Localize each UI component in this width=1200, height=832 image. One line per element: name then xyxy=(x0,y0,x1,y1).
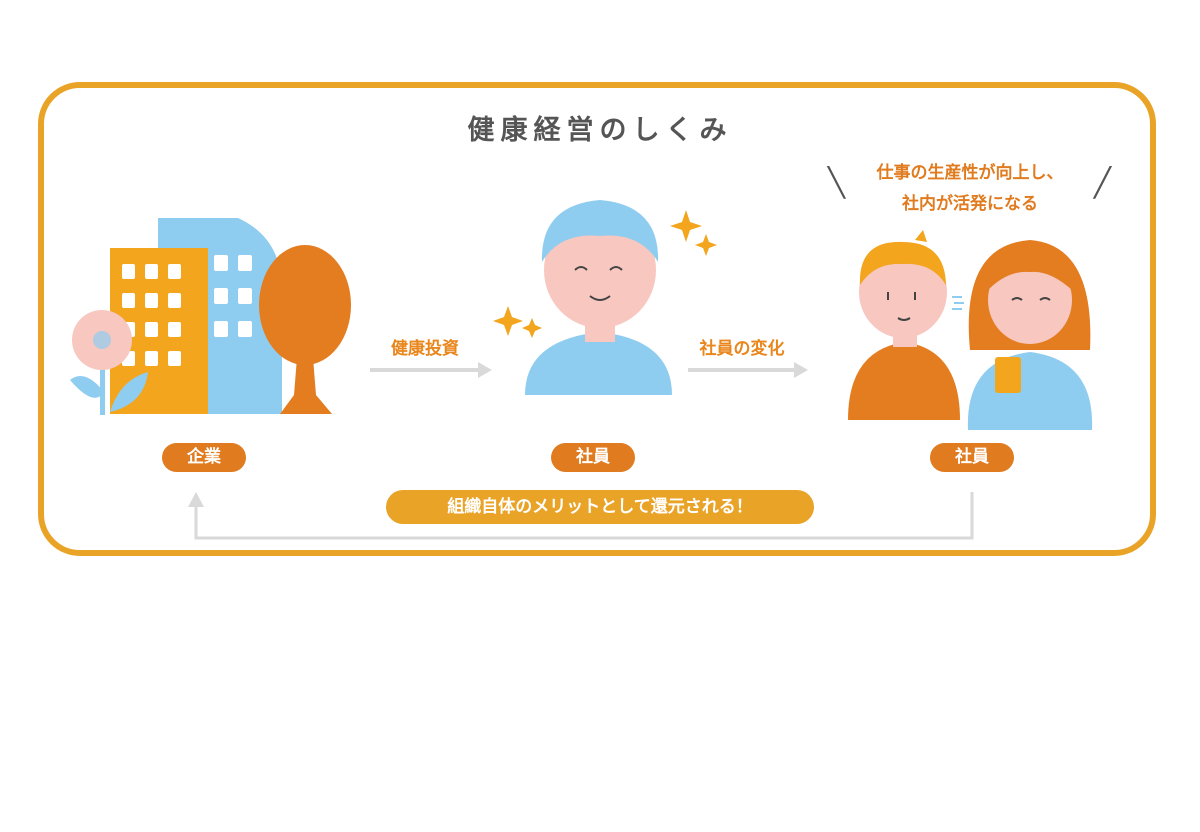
arrow-change xyxy=(688,362,808,378)
return-message-badge: 組織自体のメリットとして還元される！ xyxy=(386,490,814,524)
change-label: 社員の変化 xyxy=(699,339,785,359)
speech-mark-left: ╲ xyxy=(828,166,845,199)
employee-hair xyxy=(541,200,659,262)
employees-talking-illustration xyxy=(848,230,1093,430)
employee-face xyxy=(544,212,656,328)
employee-illustration xyxy=(493,200,717,395)
woman-bangs xyxy=(988,252,1072,290)
employee-badge-2: 社員 xyxy=(930,443,1014,472)
speech-mark-right: ╱ xyxy=(1094,166,1111,199)
flower-leaf xyxy=(70,376,104,398)
phone-icon xyxy=(995,357,1021,393)
man-face xyxy=(859,246,947,338)
woman-face xyxy=(988,256,1072,344)
company-badge: 企業 xyxy=(162,443,246,472)
return-arrow xyxy=(188,492,974,540)
man-shirt xyxy=(848,342,960,420)
man-hair xyxy=(859,241,946,285)
speech-line-2: 社内が活発になる xyxy=(902,194,1038,214)
diagram-title: 健康経営のしくみ xyxy=(467,115,733,146)
speech-line-1: 仕事の生産性が向上し、 xyxy=(876,163,1064,183)
employee-badge-1: 社員 xyxy=(551,443,635,472)
investment-label: 健康投資 xyxy=(391,339,459,359)
employee-shirt xyxy=(525,332,672,395)
arrow-investment xyxy=(370,362,492,378)
diagram-frame xyxy=(38,82,1156,556)
flower-leaf-2 xyxy=(110,372,148,412)
company-illustration xyxy=(70,218,351,415)
sparkle-icon xyxy=(493,210,717,338)
speech-text: 仕事の生産性が向上し、 社内が活発になる xyxy=(820,158,1120,220)
tree-trunk xyxy=(280,345,332,414)
tree-canopy xyxy=(259,245,351,365)
woman-shirt xyxy=(967,352,1093,430)
